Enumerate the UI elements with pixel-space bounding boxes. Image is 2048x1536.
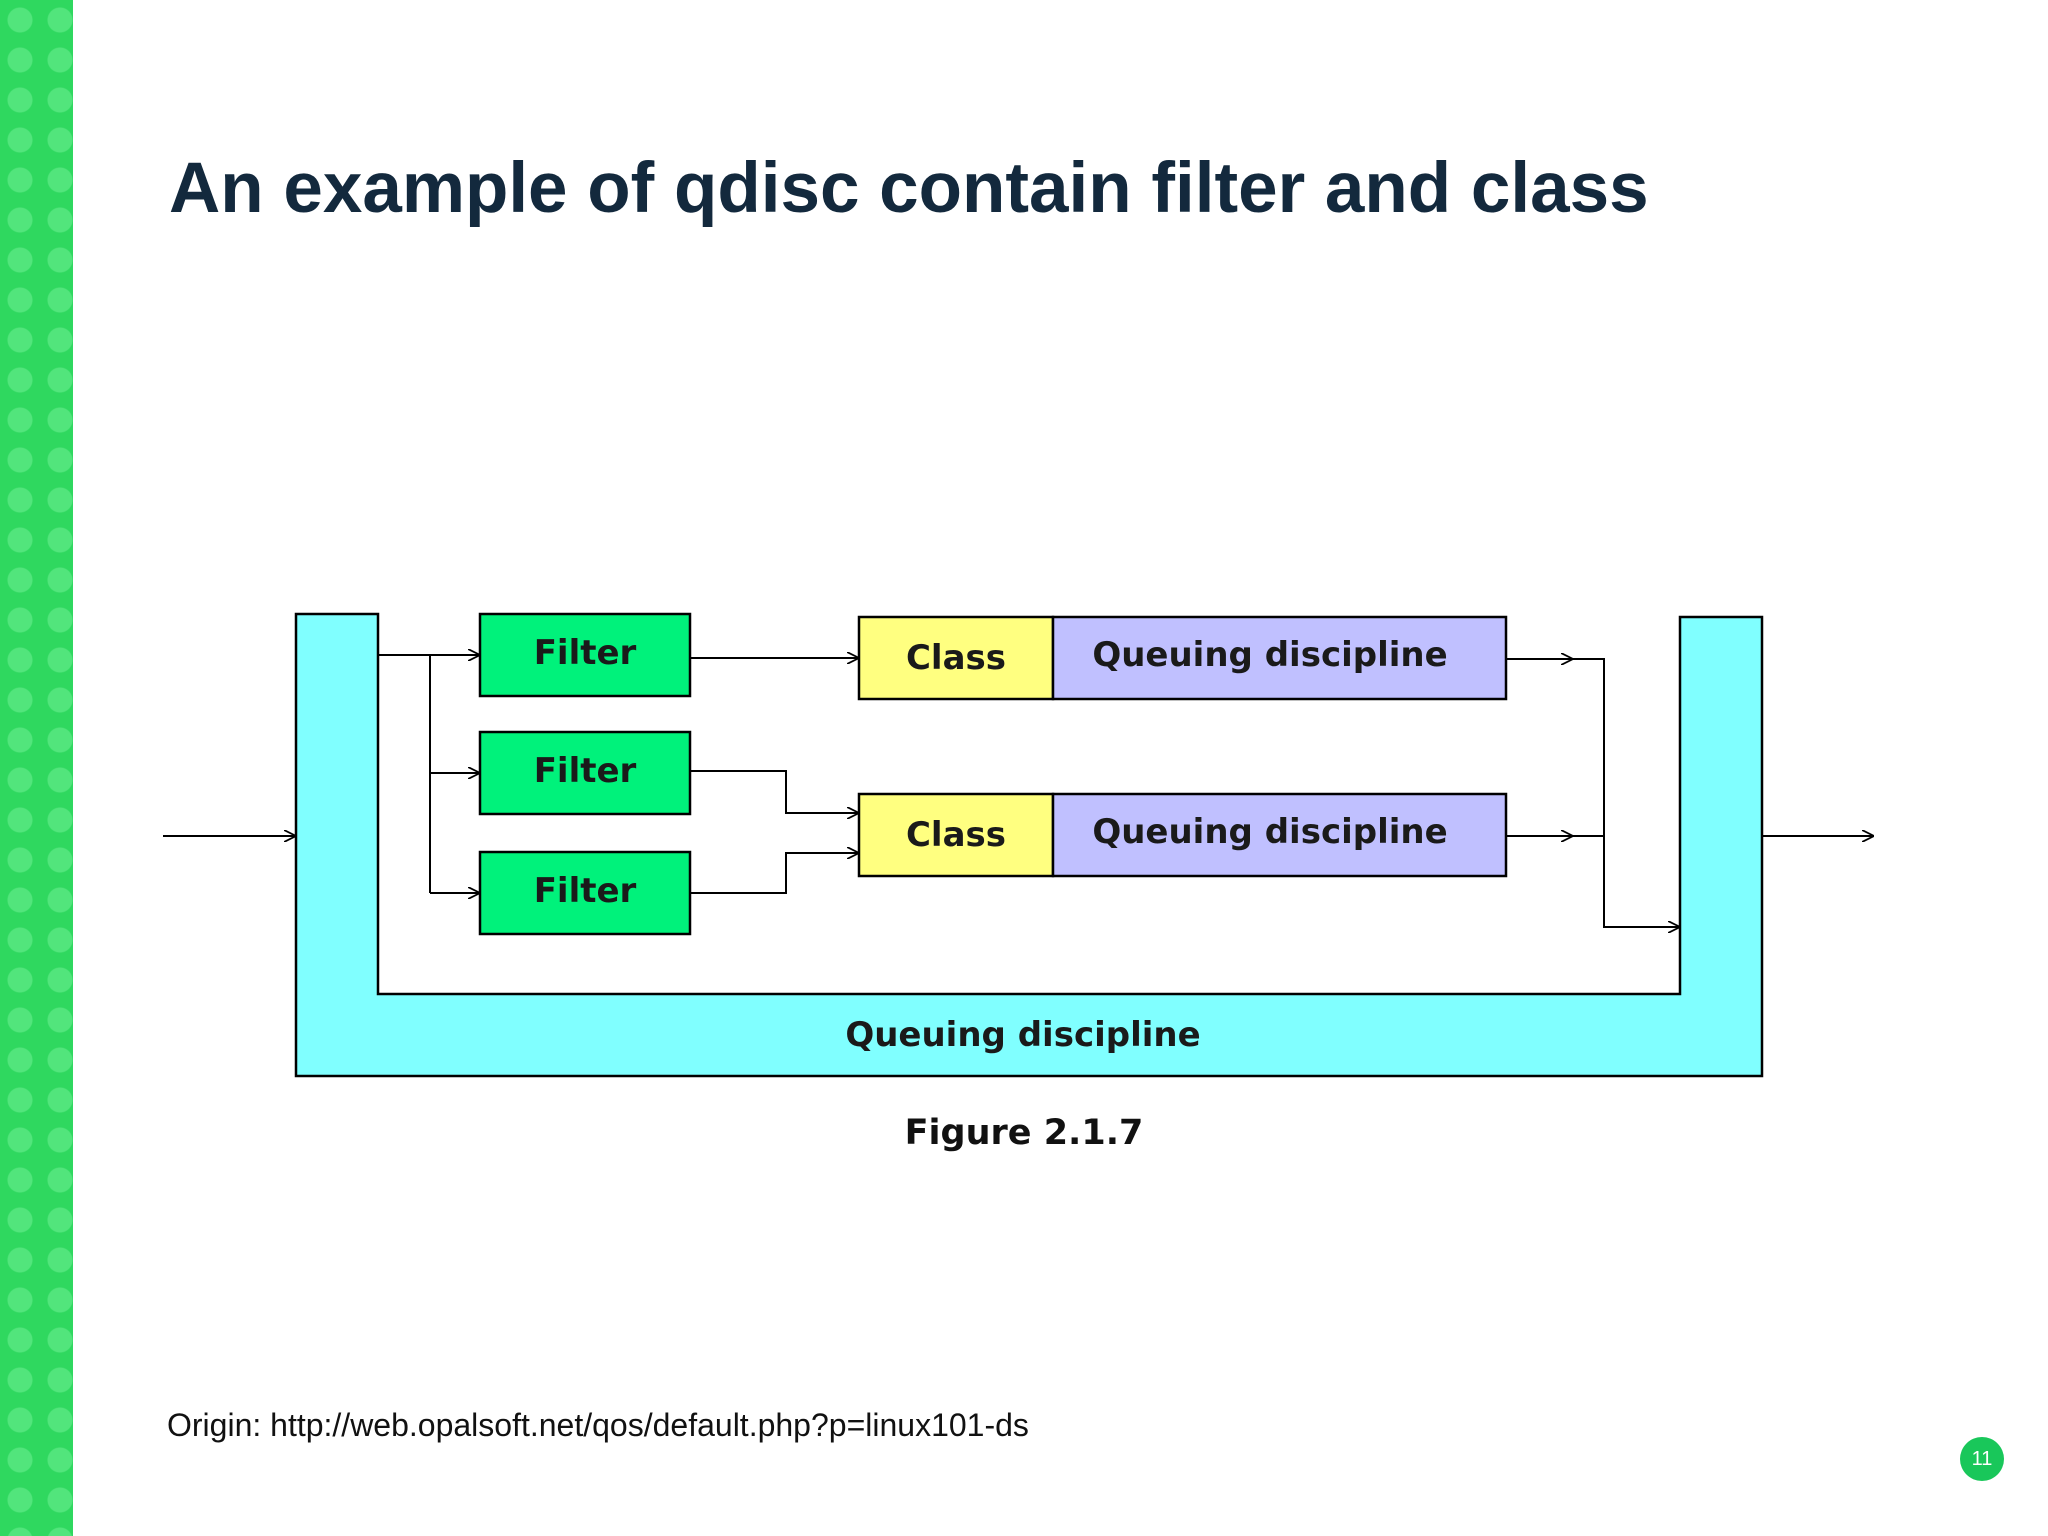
slide-title: An example of qdisc contain filter and c…	[169, 149, 1649, 228]
filter-label-2: Filter	[534, 751, 637, 791]
connector-lines	[163, 655, 1874, 927]
class-qdisc-box-1: Queuing discipline	[1051, 615, 1508, 701]
figure-caption: Figure 2.1.7	[905, 1113, 1144, 1153]
decorative-sidebar	[0, 0, 73, 1536]
filter-box-1: Filter	[478, 612, 692, 698]
outer-qdisc-label: Queuing discipline	[845, 1015, 1200, 1055]
class-qdisc-label-2: Queuing discipline	[1092, 812, 1447, 852]
class-box-2: Class	[857, 792, 1055, 878]
class-box-1: Class	[857, 615, 1055, 701]
outer-qdisc-shape	[294, 612, 1764, 1078]
filter-label-1: Filter	[534, 633, 637, 673]
filter3-to-class2	[690, 853, 859, 894]
filter2-to-class2	[690, 770, 859, 813]
filter-box-3: Filter	[478, 850, 692, 936]
class-label-1: Class	[906, 638, 1006, 678]
origin-citation: Origin: http://web.opalsoft.net/qos/defa…	[167, 1407, 1029, 1443]
class-qdisc-label-1: Queuing discipline	[1092, 635, 1447, 675]
filter-box-2: Filter	[478, 730, 692, 816]
merge-trunk	[1560, 658, 1680, 927]
class-qdisc-box-2: Queuing discipline	[1051, 792, 1508, 878]
page-number-badge: 11	[1960, 1437, 2004, 1481]
class-label-2: Class	[906, 815, 1006, 855]
filter-label-3: Filter	[534, 871, 637, 911]
